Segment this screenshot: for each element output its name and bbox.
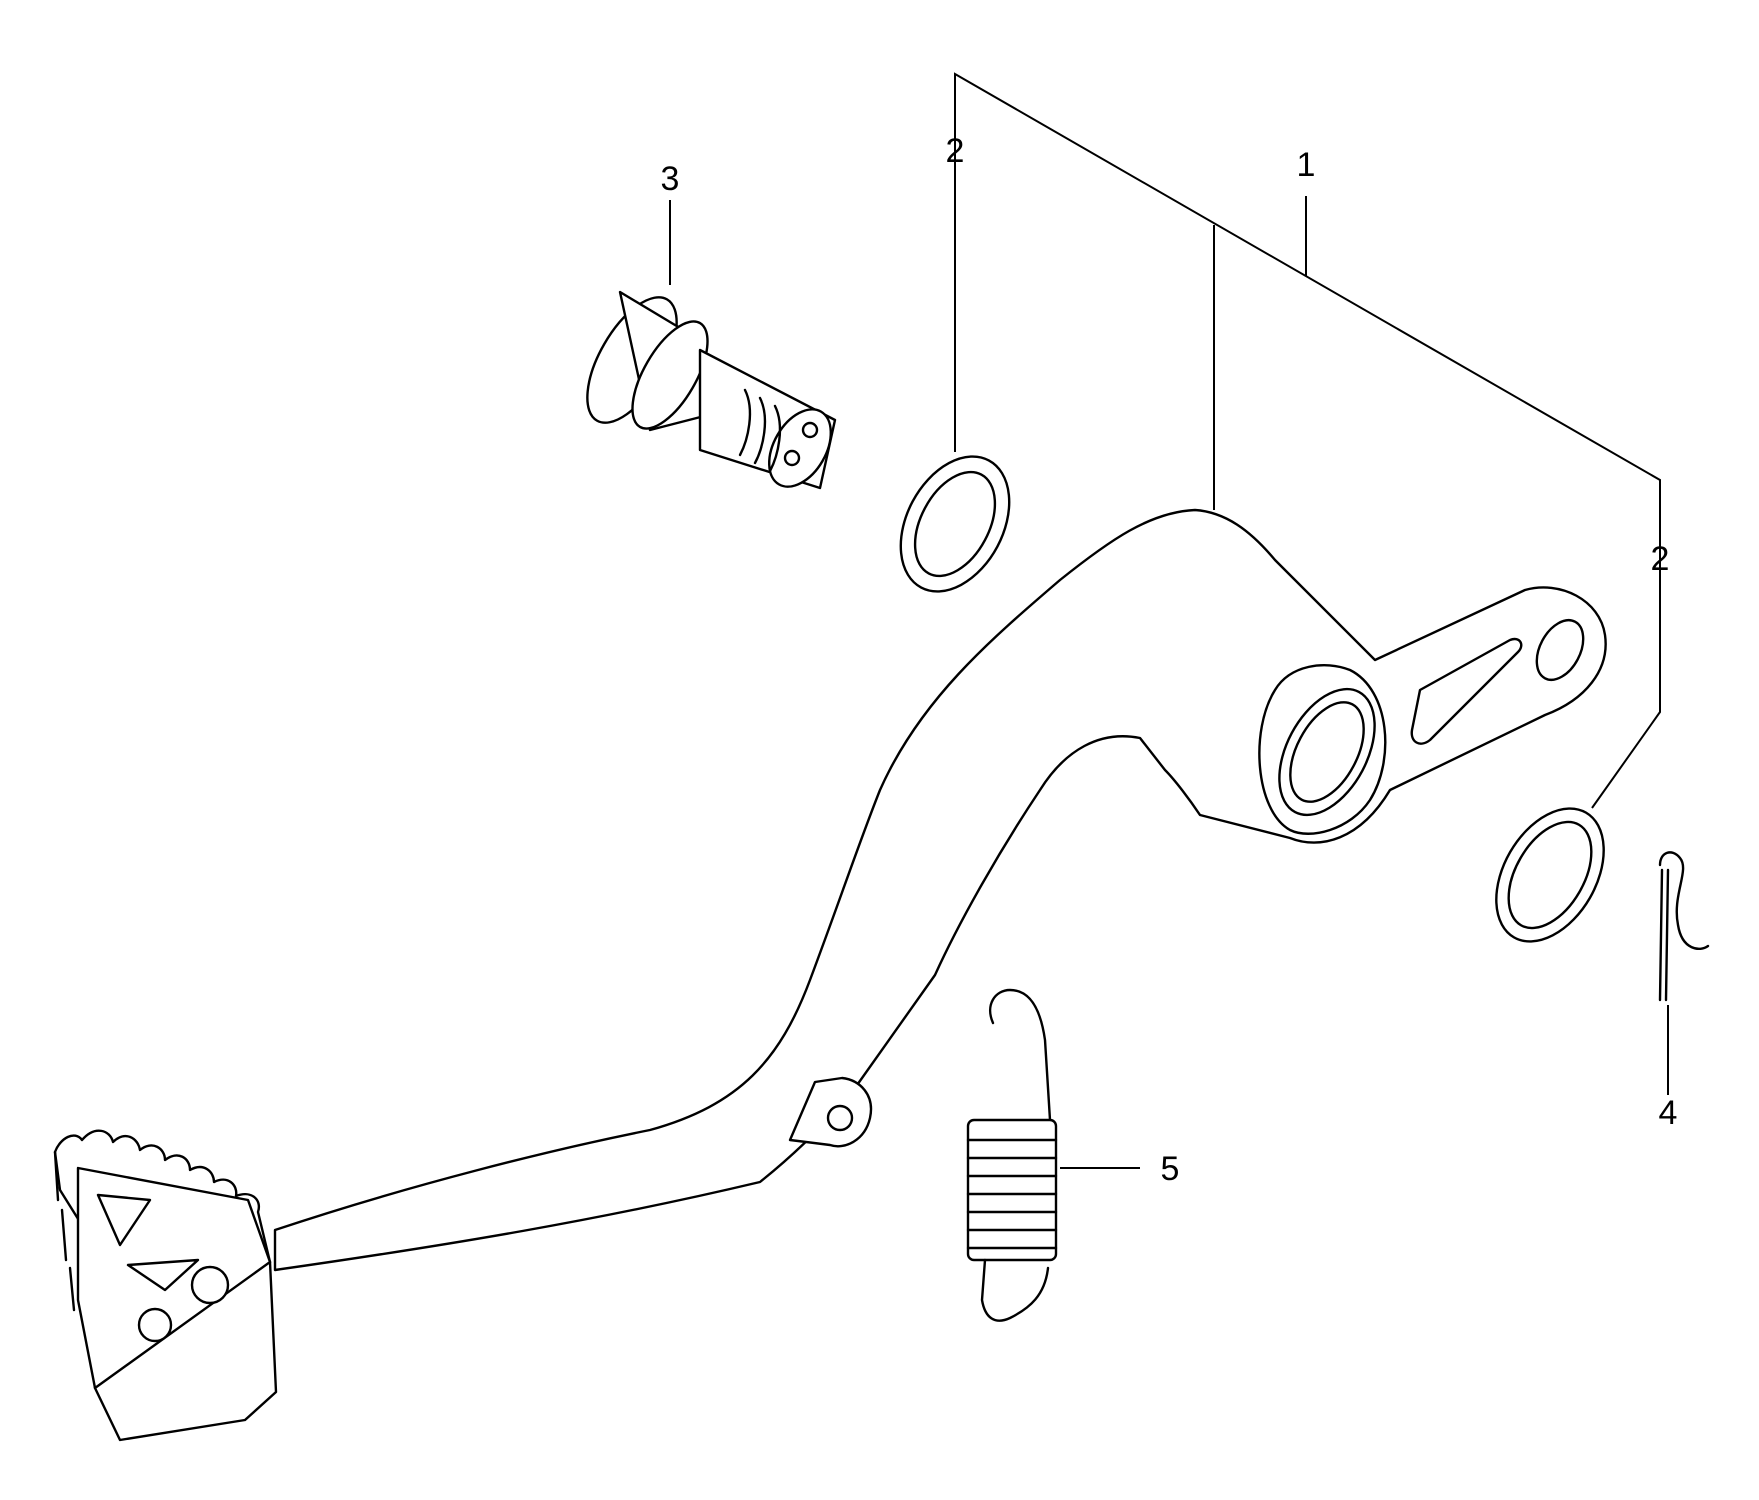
pedal-tread-icon [53,1129,278,1442]
r-clip-pin-icon [1658,851,1710,1002]
callout-labels: 1 2 2 3 4 5 [661,132,1678,1188]
callout-2-upper: 2 [946,132,965,170]
callout-1: 1 [1297,146,1316,184]
pivot-bolt-icon [586,290,837,490]
brake-pedal-icon [273,508,1607,1272]
callout-4: 4 [1659,1094,1678,1132]
seal-ring-upper-icon [899,455,1011,593]
return-spring-icon [966,988,1058,1322]
seal-ring-lower-icon [1495,807,1605,943]
callout-2-lower: 2 [1651,540,1670,578]
callout-3: 3 [661,160,680,198]
leader-lines [669,72,1669,1169]
callout-5: 5 [1161,1150,1180,1188]
